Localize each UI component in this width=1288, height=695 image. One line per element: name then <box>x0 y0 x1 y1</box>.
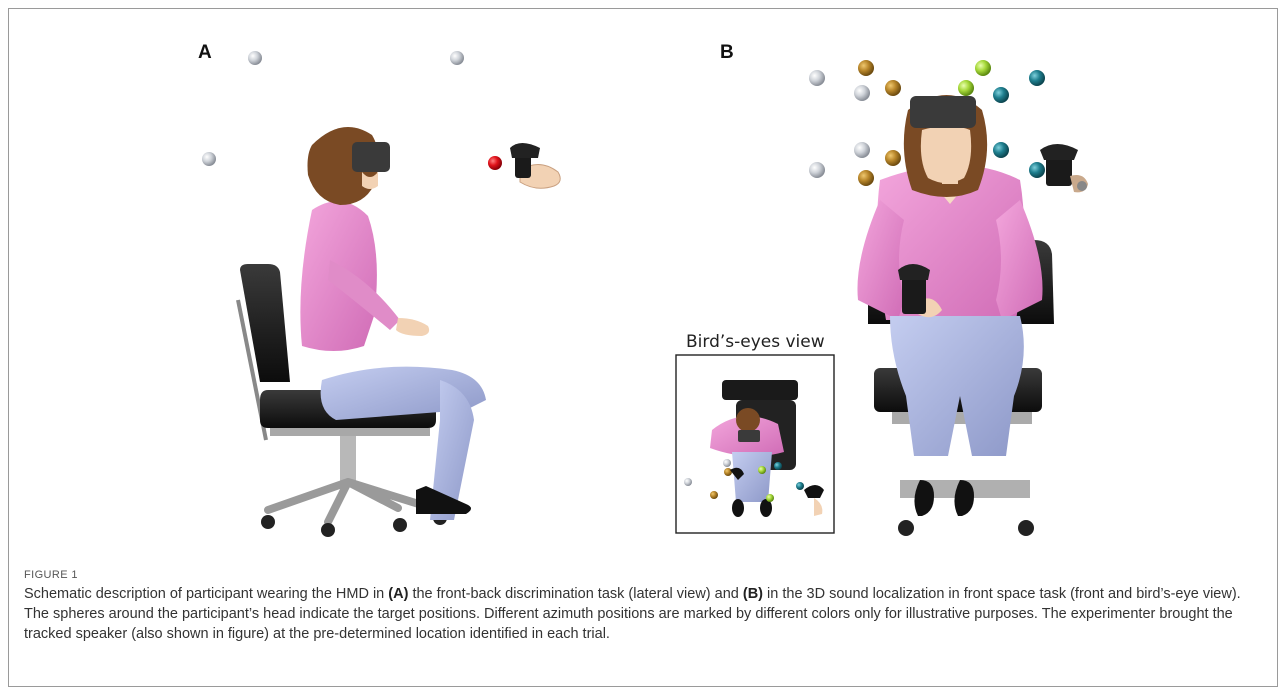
birds-eye-inset <box>675 354 835 534</box>
sphere-gray <box>854 142 870 158</box>
figure-illustration <box>202 51 1088 537</box>
sphere-gray <box>202 152 216 166</box>
caption-text: Schematic description of participant wea… <box>24 586 389 602</box>
sphere-teal <box>1029 70 1045 86</box>
sphere-gray <box>809 162 825 178</box>
sphere-gold <box>858 170 874 186</box>
figure-label: FIGURE 1 <box>24 569 78 581</box>
sphere-teal <box>993 142 1009 158</box>
inset-title: Bird’s-eyes view <box>686 332 825 352</box>
sphere-gray <box>854 85 870 101</box>
panel-b-illustration <box>675 60 1088 536</box>
sphere-gold <box>885 150 901 166</box>
sphere-teal <box>993 87 1009 103</box>
sphere-gray <box>450 51 464 65</box>
panel-b-label: B <box>720 42 734 63</box>
panel-a-illustration <box>202 51 561 537</box>
caption-ref-a: (A) <box>388 586 409 602</box>
sphere-gray <box>248 51 262 65</box>
participant-lateral <box>300 127 486 520</box>
panel-a-label: A <box>198 42 212 63</box>
sphere-gold <box>885 80 901 96</box>
sphere-red <box>488 156 502 170</box>
figure-frame <box>8 8 1278 687</box>
experimenter-hand-speaker <box>1040 144 1088 193</box>
figure-caption: Schematic description of participant wea… <box>24 584 1269 644</box>
caption-ref-b: (B) <box>742 586 764 602</box>
sphere-gray <box>809 70 825 86</box>
participant-front <box>857 95 1043 516</box>
caption-text: in the 3D sound localization in front sp… <box>24 586 1241 642</box>
sphere-teal <box>1029 162 1045 178</box>
sphere-green <box>958 80 974 96</box>
caption-text: the front-back discrimination task (late… <box>408 586 743 602</box>
sphere-green <box>975 60 991 76</box>
sphere-gold <box>858 60 874 76</box>
experimenter-hand-speaker <box>510 143 561 189</box>
